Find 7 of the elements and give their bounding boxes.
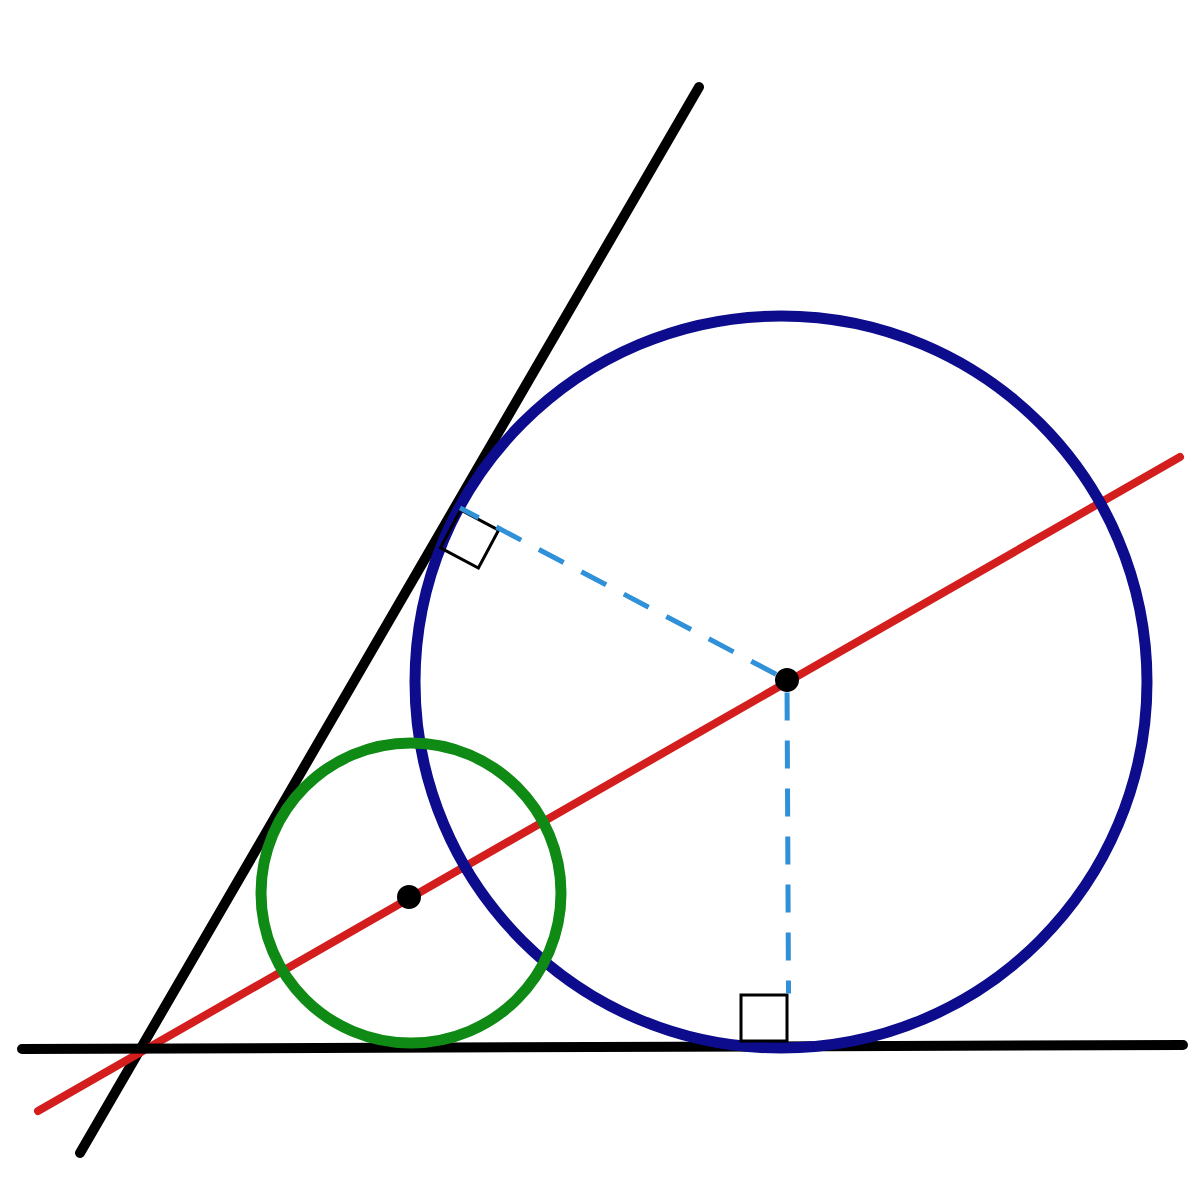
center-point xyxy=(775,668,799,692)
circle xyxy=(409,310,1153,1054)
right-angle-mark xyxy=(739,993,789,1043)
radius-line xyxy=(458,505,778,677)
radius-line xyxy=(784,692,791,994)
center-point xyxy=(397,885,421,909)
circle xyxy=(255,737,567,1049)
